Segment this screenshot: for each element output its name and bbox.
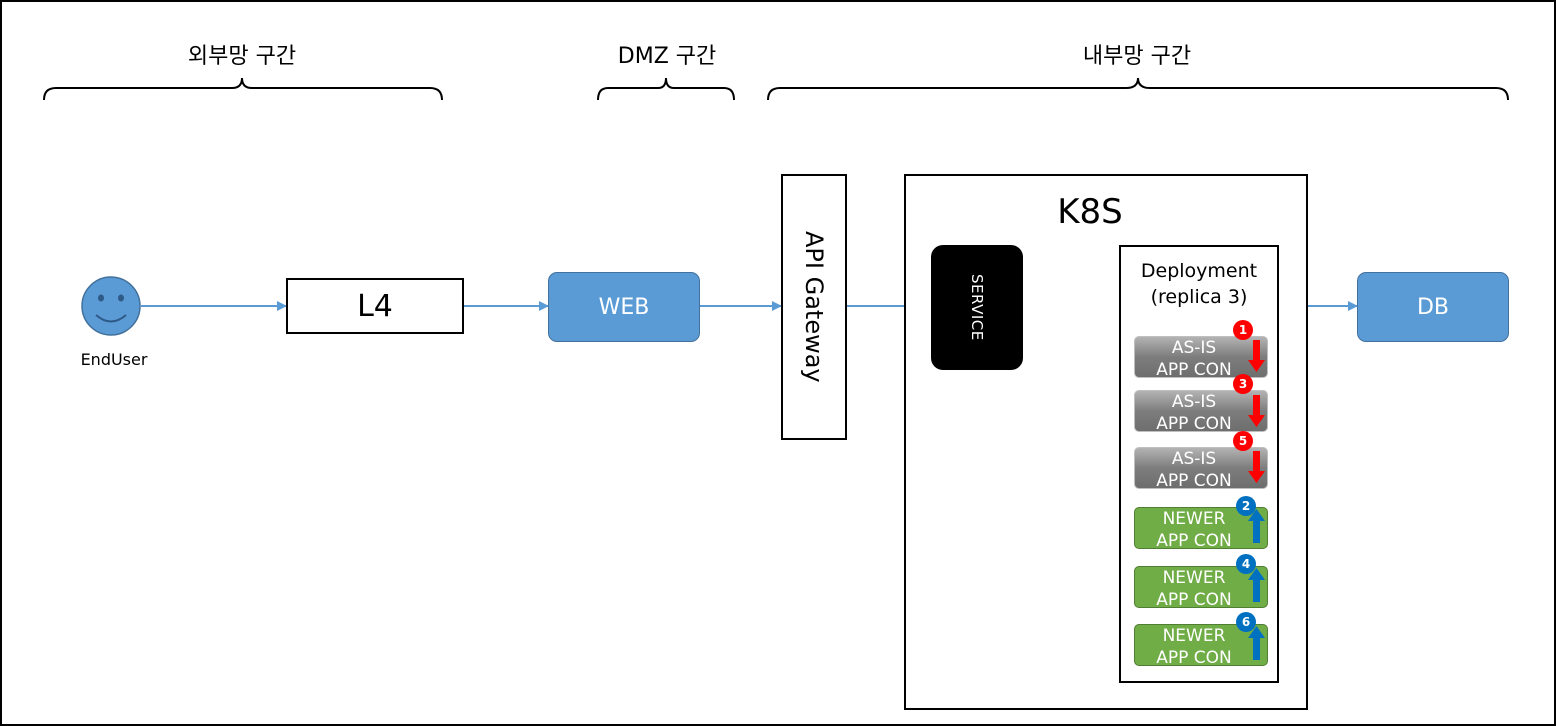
pod-as-is-2: AS-IS APP CON — [1134, 390, 1268, 434]
rollout-step-badge: 1 — [1233, 320, 1253, 340]
api-gateway-label: API Gateway — [800, 231, 828, 383]
pod-line1: NEWER — [1162, 626, 1226, 646]
pod-line2: APP CON — [1156, 414, 1232, 434]
deployment-replica-line: (replica 3) — [1150, 286, 1248, 308]
down-arrow-icon — [1248, 451, 1265, 483]
rollout-step-badge: 6 — [1236, 612, 1256, 632]
pod-line1: AS-IS — [1171, 392, 1217, 412]
k8s-title: K8S — [1057, 192, 1123, 232]
brace-dmz — [597, 77, 735, 101]
pod-newer-3: NEWER APP CON — [1134, 624, 1268, 668]
deployment-title: Deployment (replica 3) — [1119, 258, 1279, 310]
zone-label-external: 외부망 구간 — [187, 44, 297, 69]
l4-node: L4 — [286, 278, 464, 334]
pod-line2: APP CON — [1156, 471, 1232, 491]
up-arrow-icon — [1248, 509, 1265, 543]
rollout-step-badge: 5 — [1233, 431, 1253, 451]
web-label: WEB — [598, 294, 650, 320]
up-arrow-icon — [1248, 626, 1265, 660]
down-arrow-icon — [1248, 395, 1265, 427]
pod-line2: APP CON — [1156, 648, 1232, 668]
pod-line1: AS-IS — [1171, 449, 1217, 469]
brace-external — [43, 77, 443, 101]
service-node: SERVICE — [931, 245, 1023, 370]
deployment-title-line: Deployment — [1140, 260, 1258, 282]
rollout-step-badge: 4 — [1236, 554, 1256, 574]
pod-as-is-3: AS-IS APP CON — [1134, 447, 1268, 491]
zone-label-internal: 내부망 구간 — [1082, 44, 1192, 69]
pod-line1: AS-IS — [1171, 338, 1217, 358]
brace-internal — [767, 77, 1509, 101]
api-gateway-node: API Gateway — [781, 174, 847, 440]
pod-line2: APP CON — [1156, 531, 1232, 551]
pod-line1: NEWER — [1162, 509, 1226, 529]
pod-newer-1: NEWER APP CON — [1134, 507, 1268, 551]
rollout-step-badge: 3 — [1233, 374, 1253, 394]
l4-label: L4 — [357, 288, 393, 324]
db-label: DB — [1416, 294, 1450, 320]
smiley-face-icon — [81, 276, 141, 336]
pod-line2: APP CON — [1156, 360, 1232, 380]
pod-line2: APP CON — [1156, 590, 1232, 610]
web-node: WEB — [548, 272, 700, 342]
pod-line1: NEWER — [1162, 568, 1226, 588]
service-label: SERVICE — [968, 274, 986, 341]
up-arrow-icon — [1248, 568, 1265, 602]
zone-label-dmz: DMZ 구간 — [617, 44, 717, 69]
rollout-step-badge: 2 — [1236, 496, 1256, 516]
end-user-label: EndUser — [80, 350, 148, 369]
db-node: DB — [1357, 272, 1509, 342]
down-arrow-icon — [1248, 340, 1265, 372]
pod-as-is-1: AS-IS APP CON — [1134, 336, 1268, 380]
